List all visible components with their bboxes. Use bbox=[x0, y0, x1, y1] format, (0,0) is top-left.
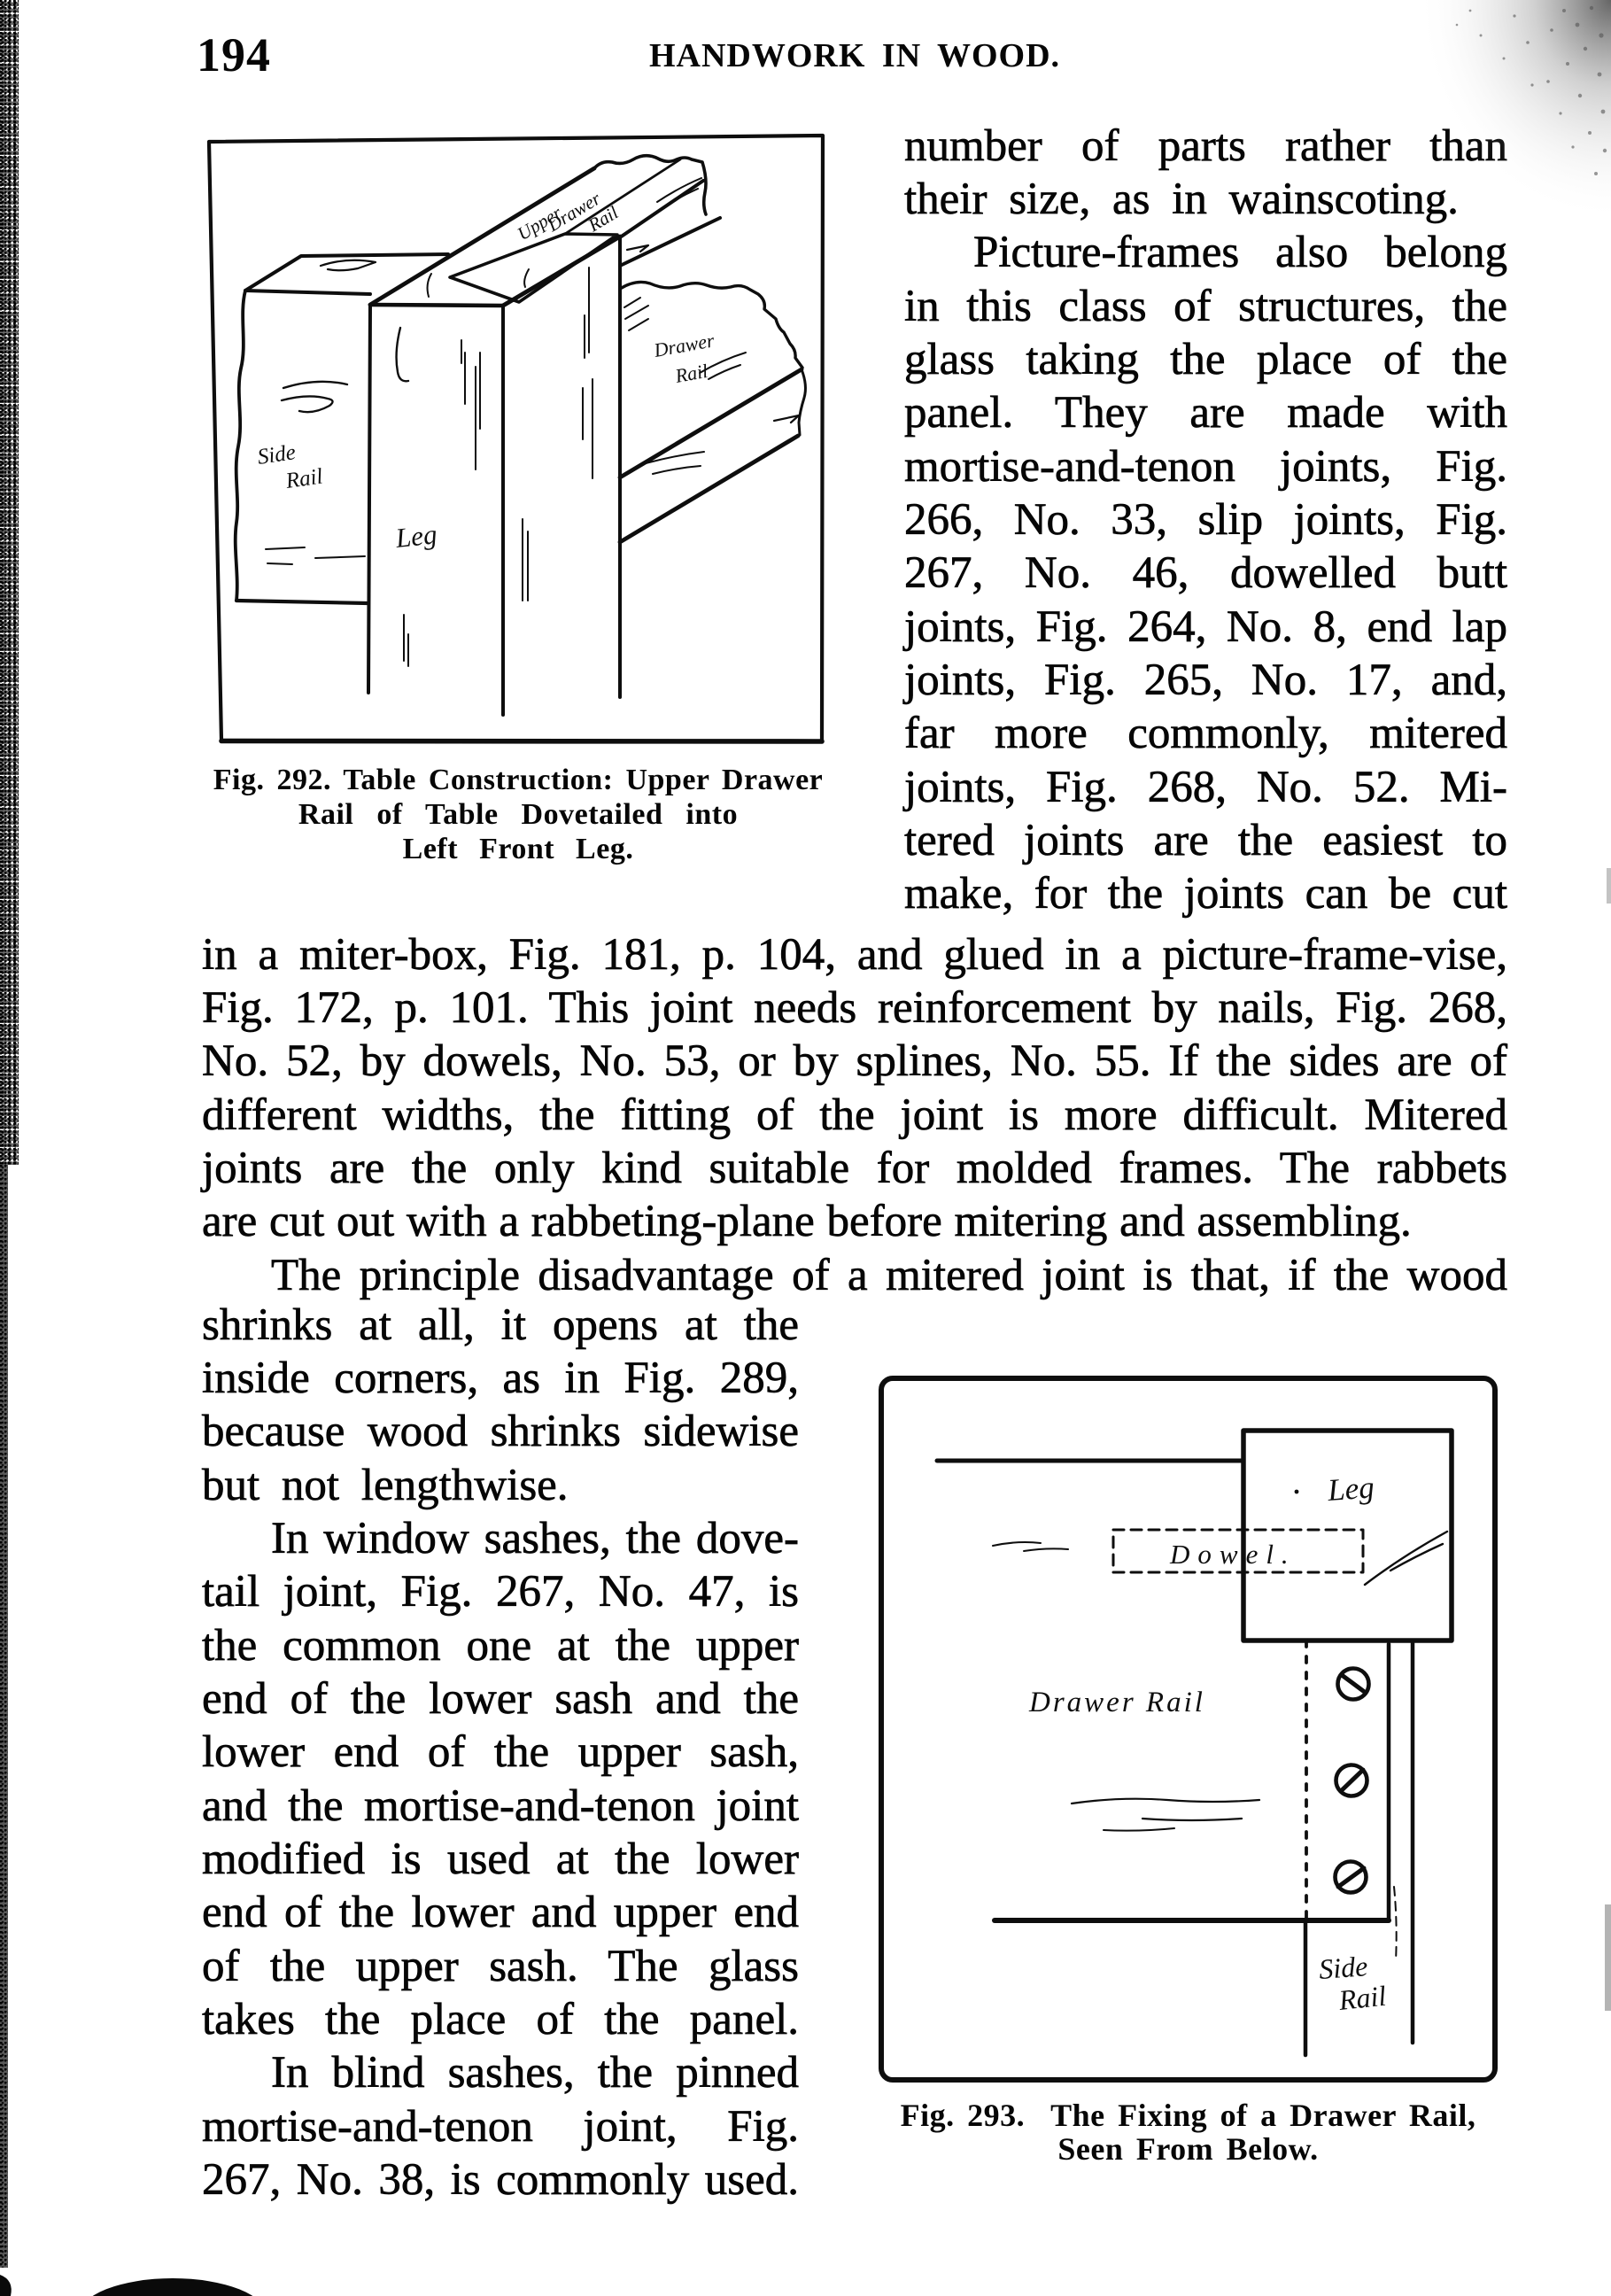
svg-text:Dowel.: Dowel. bbox=[1169, 1539, 1297, 1570]
svg-text:Drawer Rail: Drawer Rail bbox=[1028, 1687, 1205, 1718]
svg-text:Rail: Rail bbox=[283, 464, 324, 493]
svg-text:Leg: Leg bbox=[1326, 1470, 1375, 1508]
svg-text:Rail: Rail bbox=[673, 360, 709, 387]
svg-text:Side: Side bbox=[1318, 1950, 1368, 1985]
svg-text:Leg: Leg bbox=[393, 518, 438, 554]
svg-text:Rail: Rail bbox=[1336, 1980, 1388, 2016]
svg-text:Drawer: Drawer bbox=[652, 329, 716, 361]
svg-text:Side: Side bbox=[256, 440, 297, 469]
